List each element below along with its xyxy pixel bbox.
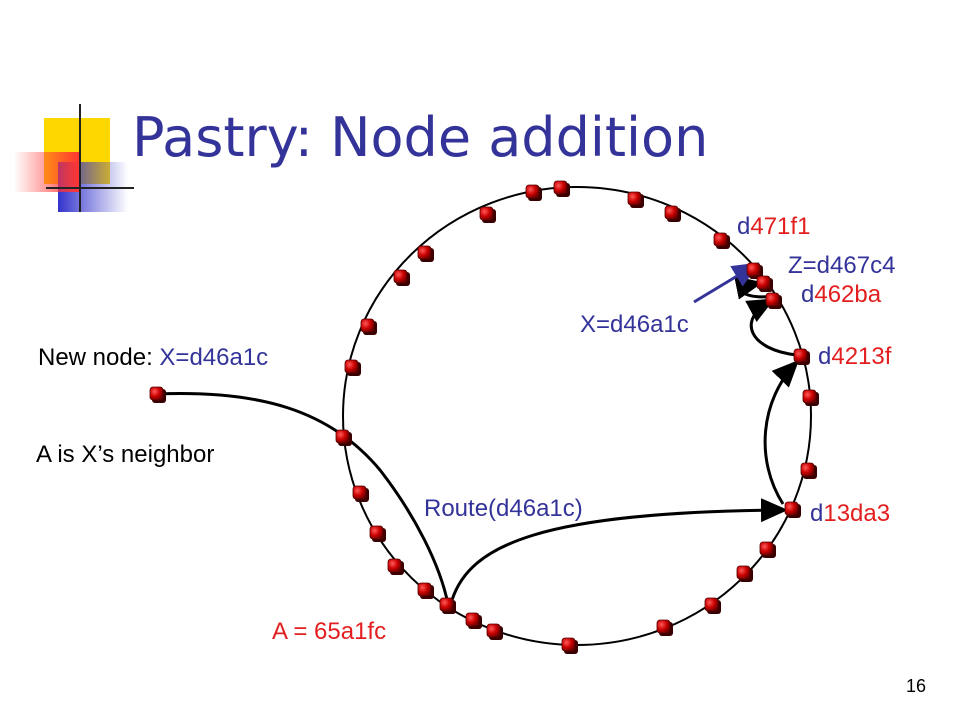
ring-node <box>656 619 673 636</box>
ring-node <box>360 318 377 335</box>
ring-node <box>704 597 721 614</box>
node-id-prefix: d <box>801 281 815 308</box>
ring-node <box>784 501 801 518</box>
new-node-colon: : <box>146 344 160 371</box>
node-id-rest: 4213f <box>831 343 892 370</box>
ring-node <box>800 462 817 479</box>
route-label: Route(d46a1c) <box>424 495 583 522</box>
new-node-id: X=d46a1c <box>159 344 269 371</box>
ring-node <box>525 184 542 201</box>
ring-node <box>344 359 361 376</box>
ring-node <box>417 245 434 262</box>
page-number: 16 <box>905 676 926 696</box>
ring-node <box>664 205 681 222</box>
ring-node <box>553 180 570 197</box>
slide-logo <box>14 104 134 212</box>
forward-arrow-d13da3-to-d4213f <box>763 359 800 505</box>
ring-node <box>759 541 776 558</box>
route-arrow <box>450 498 788 601</box>
ring-node <box>465 612 482 629</box>
ring-node <box>802 389 819 406</box>
node-id-rest: 471f1 <box>750 213 811 240</box>
new-node-marker <box>149 386 166 403</box>
ring-node <box>479 206 496 223</box>
ring-node <box>486 623 503 640</box>
new-node-prefix: New node <box>38 344 147 371</box>
node-id-prefix: d <box>810 500 824 527</box>
ring-node <box>335 429 352 446</box>
new-node-x <box>149 386 166 403</box>
join-path-from-new-node <box>156 392 450 605</box>
ring-node <box>393 269 410 286</box>
ring-node <box>746 262 763 279</box>
ring-node <box>713 232 730 249</box>
forward-arrow-d4213f-to-d462ba <box>745 298 798 357</box>
node-id-rest: 462ba <box>814 281 882 308</box>
x-arrow-label: X=d46a1c <box>580 311 689 338</box>
ring-node <box>369 525 386 542</box>
ring-node <box>352 485 369 502</box>
slide-title: Pastry: Node addition <box>132 106 709 169</box>
ring-node <box>387 558 404 575</box>
new-node-label: New node: X=d46a1c <box>38 344 268 372</box>
node-id-prefix: d <box>737 213 751 240</box>
neighbor-note: A is X’s neighbor <box>36 441 215 468</box>
node-id-d462ba: d462ba <box>801 281 881 309</box>
ring-node <box>793 348 810 365</box>
node-id-rest: 13da3 <box>823 500 891 527</box>
ring-node <box>561 637 578 654</box>
ring-node <box>765 292 782 309</box>
ring-node <box>627 191 644 208</box>
ring-node <box>439 597 456 614</box>
node-id-d13da3: d13da3 <box>810 500 890 528</box>
node-a-label: A = 65a1fc <box>272 618 387 645</box>
ring-nodes <box>335 180 819 654</box>
ring-node <box>736 565 753 582</box>
z-node-label: Z=d467c4 <box>788 252 896 279</box>
node-id-d4213f: d4213f <box>818 343 891 371</box>
x-insert-arrow <box>693 262 760 304</box>
logo-red-square <box>14 152 80 192</box>
ring-node <box>417 582 434 599</box>
node-id-prefix: d <box>818 343 832 370</box>
node-id-d471f1: d471f1 <box>737 213 810 241</box>
ring-node <box>756 275 773 292</box>
